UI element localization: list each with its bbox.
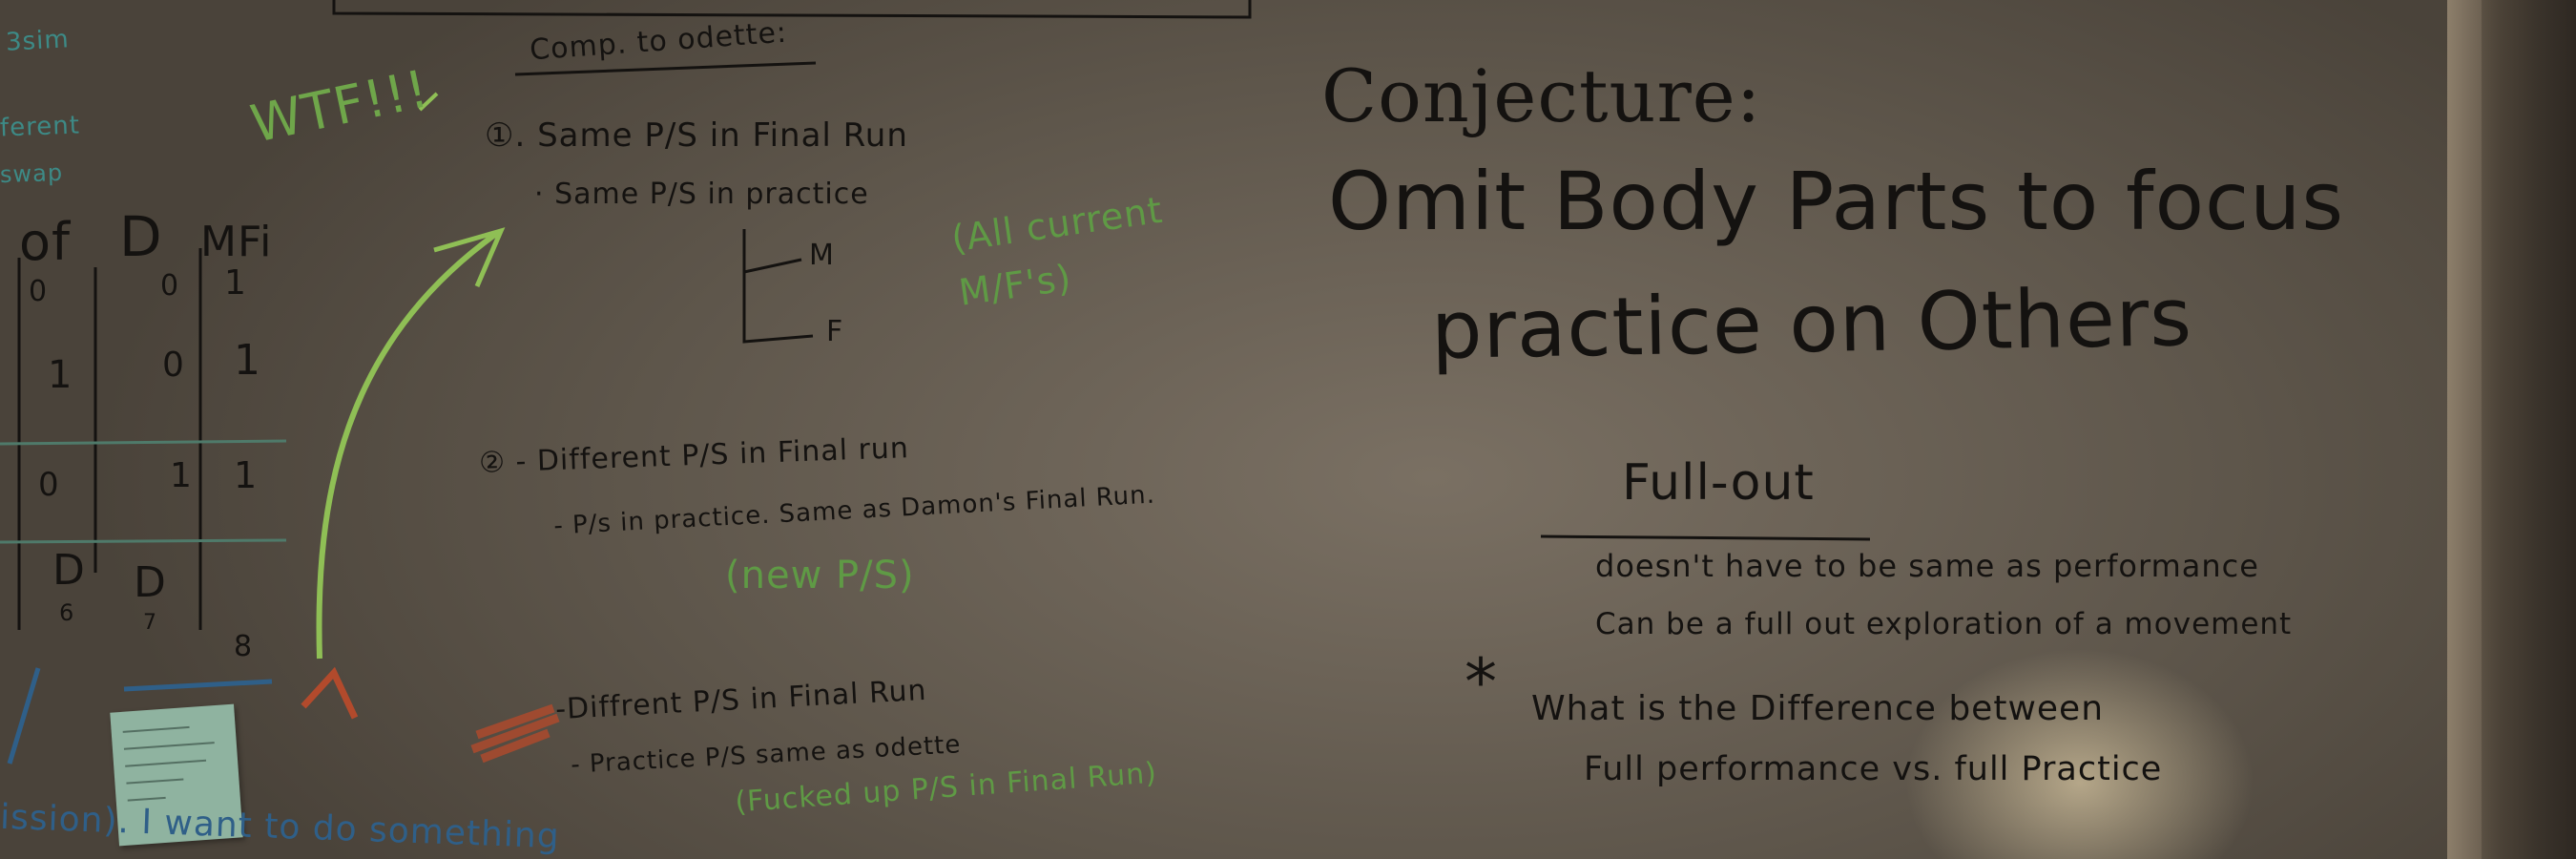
wall — [2482, 0, 2576, 859]
left-fragment-swap: swap — [0, 158, 64, 189]
branch-f: F — [826, 315, 844, 348]
table-cell: 0 — [38, 466, 60, 504]
table-cell-d: D — [134, 558, 167, 607]
table-header-d: D — [119, 204, 163, 269]
left-fragment-sim: 3sim — [5, 25, 71, 57]
question-line1: What is the Difference between — [1531, 689, 2105, 728]
table-cell: 0 — [160, 269, 180, 303]
star-icon: * — [1465, 645, 1498, 721]
question-line2: Full performance vs. full Practice — [1584, 750, 2163, 788]
item2-note: (new P/S) — [725, 554, 915, 597]
table-cell: 7 — [143, 611, 157, 635]
table-cell: 6 — [59, 599, 75, 626]
table-cell: 8 — [234, 630, 254, 663]
table-header-of: of — [19, 212, 72, 272]
table-cell: 1 — [224, 263, 247, 303]
table-cell: 0 — [29, 275, 49, 308]
table-cell: 1 — [234, 454, 259, 496]
fullout-heading: Full-out — [1622, 454, 1815, 512]
left-fragment-ferent: ferent — [0, 111, 81, 143]
table-header-mfi: MFi — [200, 218, 273, 266]
branch-m: M — [809, 239, 835, 272]
fullout-note1: doesn't have to be same as performance — [1595, 548, 2259, 584]
whiteboard: 3sim ferent swap WTF!!! of D MFi 0 0 1 1… — [0, 0, 2447, 859]
conjecture-line1: Omit Body Parts to focus — [1328, 155, 2345, 248]
item1-line1: ①. Same P/S in Final Run — [485, 116, 908, 155]
conjecture-title: Conjecture: — [1321, 53, 1762, 138]
item1-line2: · Same P/S in practice — [534, 178, 869, 211]
ink-strokes — [0, 0, 1871, 765]
table-cell: 1 — [48, 353, 73, 397]
board-frame-edge — [2447, 0, 2482, 859]
fullout-note2: Can be a full out exploration of a movem… — [1595, 607, 2293, 641]
table-cell: 1 — [234, 336, 261, 385]
conjecture-line2: practice on Others — [1430, 270, 2193, 377]
table-cell: 1 — [170, 456, 193, 495]
table-cell-d: D — [52, 546, 86, 595]
table-cell: 0 — [162, 346, 185, 385]
